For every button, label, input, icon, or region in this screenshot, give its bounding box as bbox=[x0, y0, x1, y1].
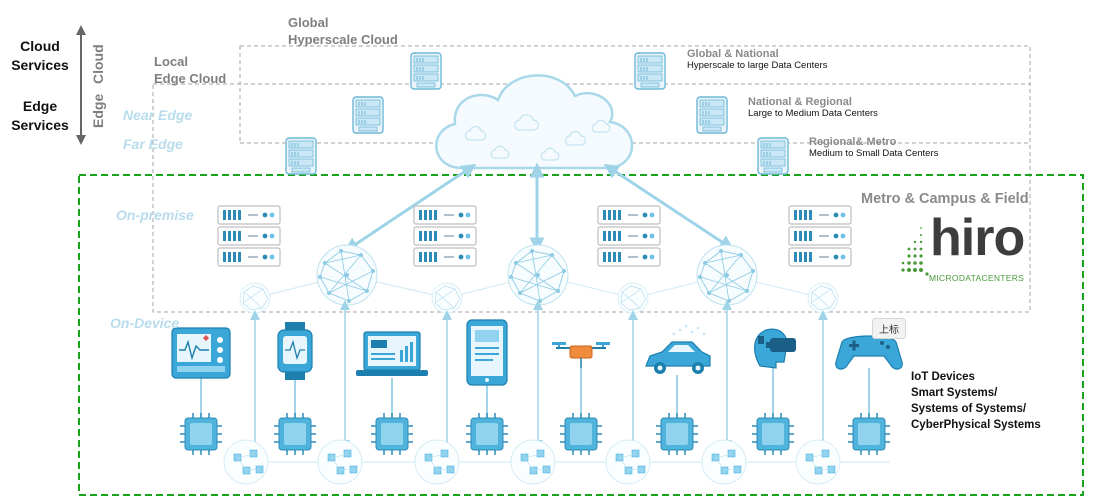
datacenter-tier-subtitle: Hyperscale to large Data Centers bbox=[687, 60, 828, 71]
campus-field-box bbox=[78, 174, 1084, 496]
rack-icon bbox=[757, 137, 789, 175]
global-tier-box bbox=[239, 45, 1031, 85]
on-premise-label: On-premise bbox=[116, 207, 194, 223]
connected-car-icon bbox=[645, 324, 711, 374]
chip-icon bbox=[370, 412, 414, 456]
chip-icon bbox=[847, 412, 891, 456]
near-edge-label: Near Edge bbox=[123, 107, 193, 123]
mesh-network-icon bbox=[696, 244, 758, 306]
mesh-network-icon bbox=[507, 244, 569, 306]
datacenter-tier: Regional& Metro Medium to Small Data Cen… bbox=[809, 136, 938, 159]
rack-icon bbox=[352, 96, 384, 134]
tablet-icon bbox=[466, 319, 508, 386]
datacenter-tier-title: Global & National bbox=[687, 48, 779, 60]
server-icon bbox=[217, 205, 281, 267]
rack-icon bbox=[285, 137, 317, 175]
hiro-logo-dots-icon bbox=[901, 227, 929, 276]
chip-icon bbox=[273, 412, 317, 456]
datacenter-tier-subtitle: Large to Medium Data Centers bbox=[748, 108, 878, 119]
cloud-services-label: Cloud Services bbox=[11, 38, 69, 73]
cloud-icon bbox=[435, 74, 634, 170]
far-edge-label: Far Edge bbox=[123, 136, 183, 152]
chip-icon bbox=[179, 412, 223, 456]
drone-icon bbox=[552, 342, 610, 368]
datacenter-tier-title: National & Regional bbox=[748, 96, 852, 108]
smartwatch-icon bbox=[277, 322, 313, 380]
rack-icon bbox=[634, 52, 666, 90]
laptop-icon bbox=[356, 331, 428, 376]
logo-wordmark: hiro bbox=[930, 209, 1025, 267]
tooltip: 上标 bbox=[872, 318, 906, 339]
server-icon bbox=[788, 205, 852, 267]
edge-axis-label: Edge bbox=[90, 93, 106, 128]
logo-tagline: MICRODATACENTERS bbox=[929, 273, 1025, 283]
chip-icon bbox=[751, 412, 795, 456]
vr-headset-icon bbox=[754, 328, 796, 369]
mesh-network-icon bbox=[316, 244, 378, 306]
rack-icon bbox=[410, 52, 442, 90]
global-hyperscale-label: Global Hyperscale Cloud bbox=[288, 15, 398, 47]
medical-monitor-icon bbox=[171, 327, 231, 379]
edge-tier-box bbox=[152, 83, 1031, 313]
gamepad-icon bbox=[835, 335, 903, 370]
chip-icon bbox=[559, 412, 603, 456]
cloud-axis-label: Cloud bbox=[90, 44, 106, 84]
datacenter-tier: Global & National Hyperscale to large Da… bbox=[687, 48, 827, 71]
server-icon bbox=[413, 205, 477, 267]
datacenter-tier: National & Regional Large to Medium Data… bbox=[748, 96, 878, 119]
metro-campus-field-label: Metro & Campus & Field bbox=[861, 191, 1029, 207]
chip-icon bbox=[655, 412, 699, 456]
on-device-label: On-Device bbox=[110, 315, 180, 331]
iot-caption: IoT Devices Smart Systems/ Systems of Sy… bbox=[911, 371, 1041, 431]
chip-icon bbox=[465, 412, 509, 456]
edge-services-label: Edge Services bbox=[11, 98, 69, 133]
datacenter-tier-title: Regional& Metro bbox=[809, 136, 897, 148]
server-icon bbox=[597, 205, 661, 267]
rack-icon bbox=[696, 96, 728, 134]
datacenter-tier-subtitle: Medium to Small Data Centers bbox=[809, 148, 939, 159]
local-edge-label: Local Edge Cloud bbox=[154, 54, 227, 86]
